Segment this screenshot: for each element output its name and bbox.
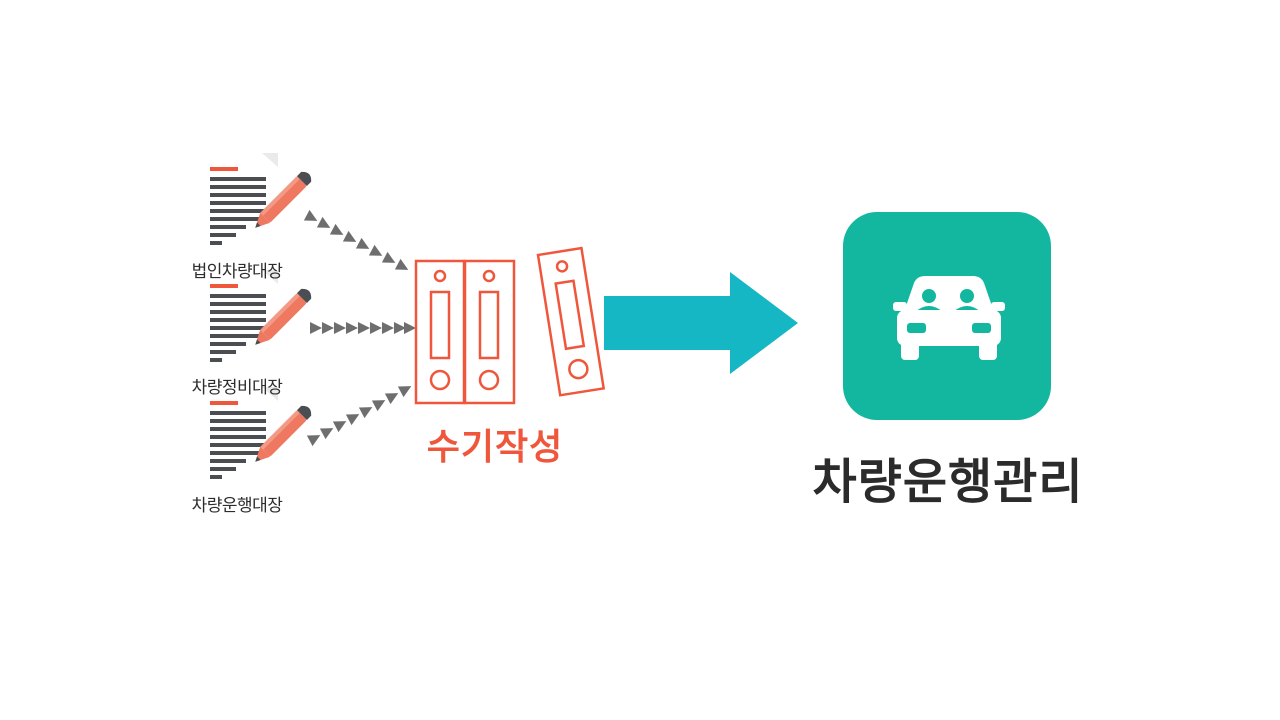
- doc-label-driving-register: 차량운행대장: [191, 496, 283, 516]
- doc-icon-driving-register: [210, 387, 314, 479]
- doc-label-maintenance-register: 차량정비대장: [191, 378, 283, 398]
- app-icon: [843, 212, 1051, 420]
- car-icon: [893, 276, 1005, 360]
- right-arrow-icon: [604, 272, 798, 374]
- doc-label-vehicle-register: 법인차량대장: [191, 262, 283, 282]
- dotted-arrow-middle: [310, 322, 416, 334]
- binder-caption: 수기작성: [426, 427, 564, 468]
- binder-folders-icon: [414, 246, 606, 405]
- app-title: 차량운행관리: [812, 454, 1084, 510]
- doc-icon-maintenance-register: [210, 270, 314, 362]
- dotted-arrow-bottom: [306, 380, 415, 447]
- dotted-arrow-top: [303, 209, 412, 276]
- doc-icon-vehicle-register: [210, 153, 314, 245]
